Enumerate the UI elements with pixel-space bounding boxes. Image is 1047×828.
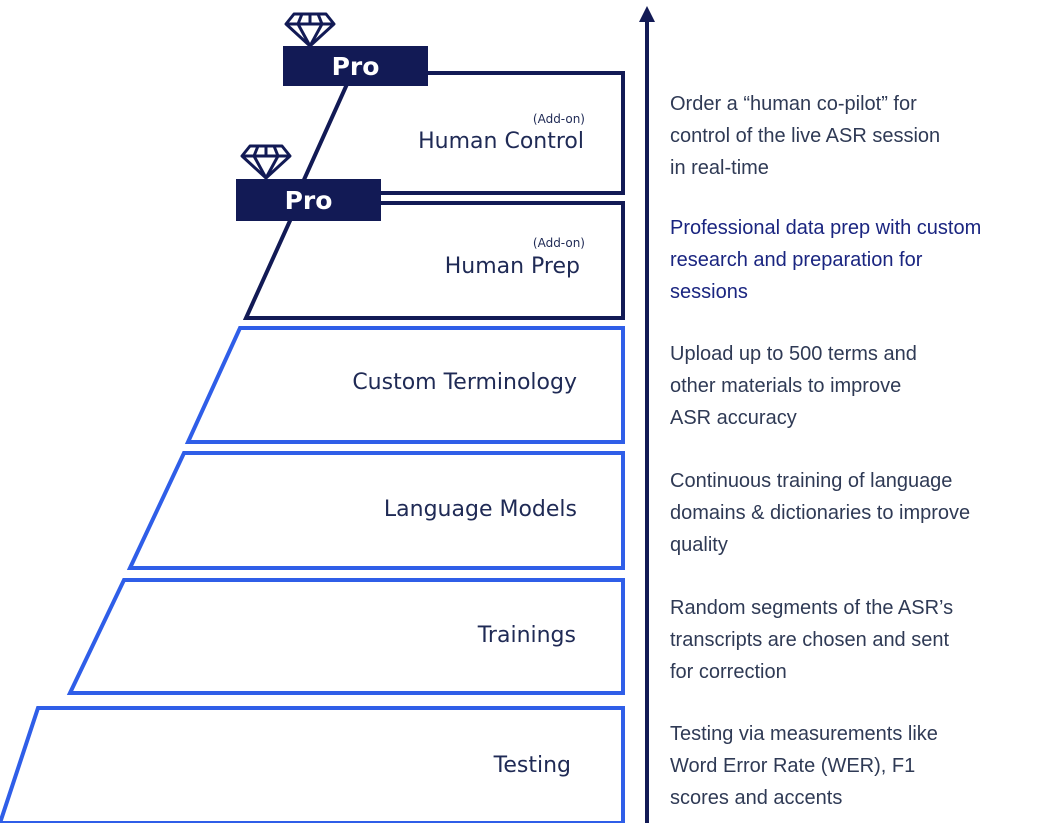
description-custom-terminology: Upload up to 500 terms and other materia… (670, 338, 1045, 434)
tier-box-human-control (294, 71, 625, 195)
description-line: Word Error Rate (WER), F1 (670, 755, 916, 777)
pro-badge-human-control: Pro (283, 46, 428, 86)
description-line: other materials to improve (670, 375, 902, 397)
up-arrow-icon (639, 6, 655, 22)
addon-caption-human-control: (Add-on) (532, 112, 585, 126)
description-line: Random segments of the ASR’s (670, 597, 954, 619)
description-line: control of the live ASR session (670, 125, 941, 147)
tier-label-human-prep: Human Prep (444, 254, 580, 279)
description-line: Upload up to 500 terms and (670, 343, 917, 365)
tier-label-custom-terminology: Custom Terminology (352, 370, 577, 395)
description-line: Order a “human co-pilot” for (670, 93, 917, 115)
tier-box-custom-terminology (184, 326, 625, 444)
diamond-icon (240, 144, 292, 180)
description-line: transcripts are chosen and sent (670, 629, 950, 651)
description-line: research and preparation for (670, 249, 923, 271)
description-line: quality (670, 534, 728, 556)
description-line: for correction (670, 661, 787, 683)
description-line: sessions (670, 281, 748, 303)
tier-box-language-models (126, 451, 625, 570)
description-trainings: Random segments of the ASR’s transcripts… (670, 592, 1045, 688)
description-line: Continuous training of language (670, 470, 953, 492)
description-human-prep: Professional data prep with custom resea… (670, 212, 1045, 308)
tier-label-trainings: Trainings (477, 623, 576, 648)
description-line: Professional data prep with custom (670, 217, 982, 239)
description-line: ASR accuracy (670, 407, 797, 429)
tier-box-human-prep (242, 201, 625, 320)
diamond-icon (284, 12, 336, 48)
tier-label-human-control: Human Control (418, 129, 584, 154)
description-line: domains & dictionaries to improve (670, 502, 971, 524)
description-line: Testing via measurements like (670, 723, 938, 745)
description-line: scores and accents (670, 787, 843, 809)
description-line: in real-time (670, 157, 769, 179)
tier-label-testing: Testing (493, 753, 571, 778)
description-language-models: Continuous training of language domains … (670, 465, 1045, 561)
description-testing: Testing via measurements like Word Error… (670, 718, 1045, 814)
tier-label-language-models: Language Models (383, 497, 577, 522)
addon-caption-human-prep: (Add-on) (532, 236, 585, 250)
tier-box-trainings (66, 578, 625, 695)
description-human-control: Order a “human co-pilot” for control of … (670, 88, 1045, 184)
pro-badge-human-prep: Pro (236, 179, 381, 221)
